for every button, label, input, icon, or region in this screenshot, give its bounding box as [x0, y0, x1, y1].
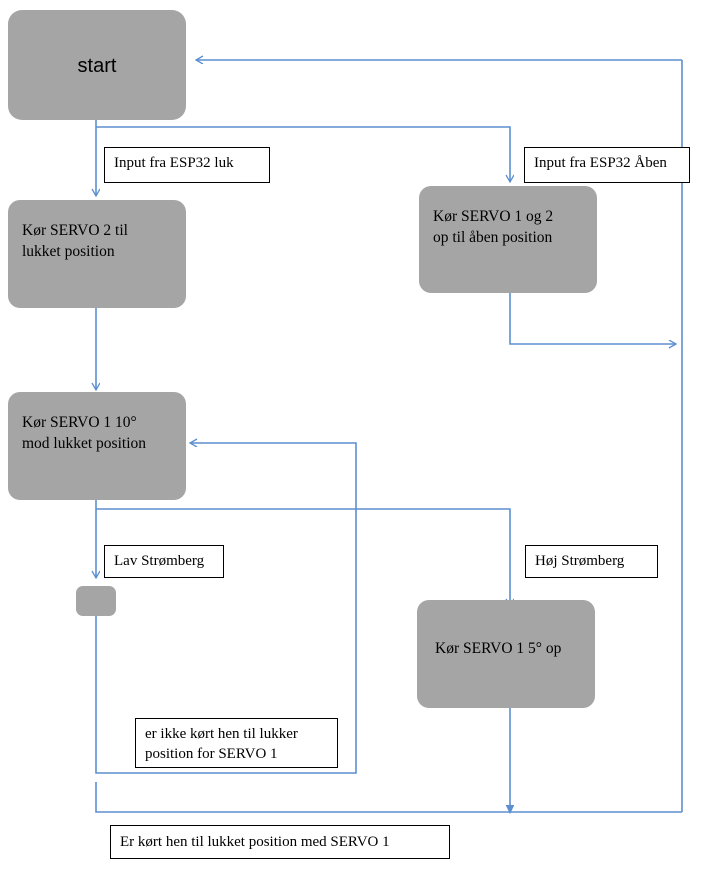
edge-label-esp32-aben: Input fra ESP32 Åben	[524, 147, 690, 183]
edge-label-ikke-kort: er ikke kørt hen til lukker position for…	[135, 718, 338, 768]
node-servo1-5up[interactable]: Kør SERVO 1 5° op	[417, 600, 595, 708]
edge-servo1-10-split-right	[96, 508, 510, 606]
edge-bottom-return-bus	[95, 782, 682, 813]
edge-label-er-kort: Er kørt hen til lukket position med SERV…	[110, 825, 450, 859]
node-junction[interactable]	[76, 586, 116, 616]
node-servo12-open-label: Kør SERVO 1 og 2 op til åben position	[433, 208, 554, 246]
node-start-label: start	[77, 55, 117, 77]
node-start[interactable]: start	[8, 10, 186, 120]
node-servo1-10-label: Kør SERVO 1 10° mod lukket position	[22, 414, 146, 452]
edge-label-lav-stromberg: Lav Strømberg	[104, 545, 224, 578]
node-servo2-close-label: Kør SERVO 2 til lukket position	[22, 222, 128, 260]
edge-junction-loop-back	[95, 443, 357, 774]
node-servo1-10[interactable]: Kør SERVO 1 10° mod lukket position	[8, 392, 186, 500]
node-servo12-open[interactable]: Kør SERVO 1 og 2 op til åben position	[419, 186, 597, 293]
edge-bus-horizontal	[96, 126, 510, 182]
edge-label-esp32-luk: Input fra ESP32 luk	[104, 147, 270, 183]
edge-servo12open-down	[509, 293, 676, 344]
edge-label-hoj-stromberg: Høj Strømberg	[525, 545, 658, 578]
node-servo2-close[interactable]: Kør SERVO 2 til lukket position	[8, 200, 186, 308]
node-servo1-5up-label: Kør SERVO 1 5° op	[435, 640, 562, 657]
